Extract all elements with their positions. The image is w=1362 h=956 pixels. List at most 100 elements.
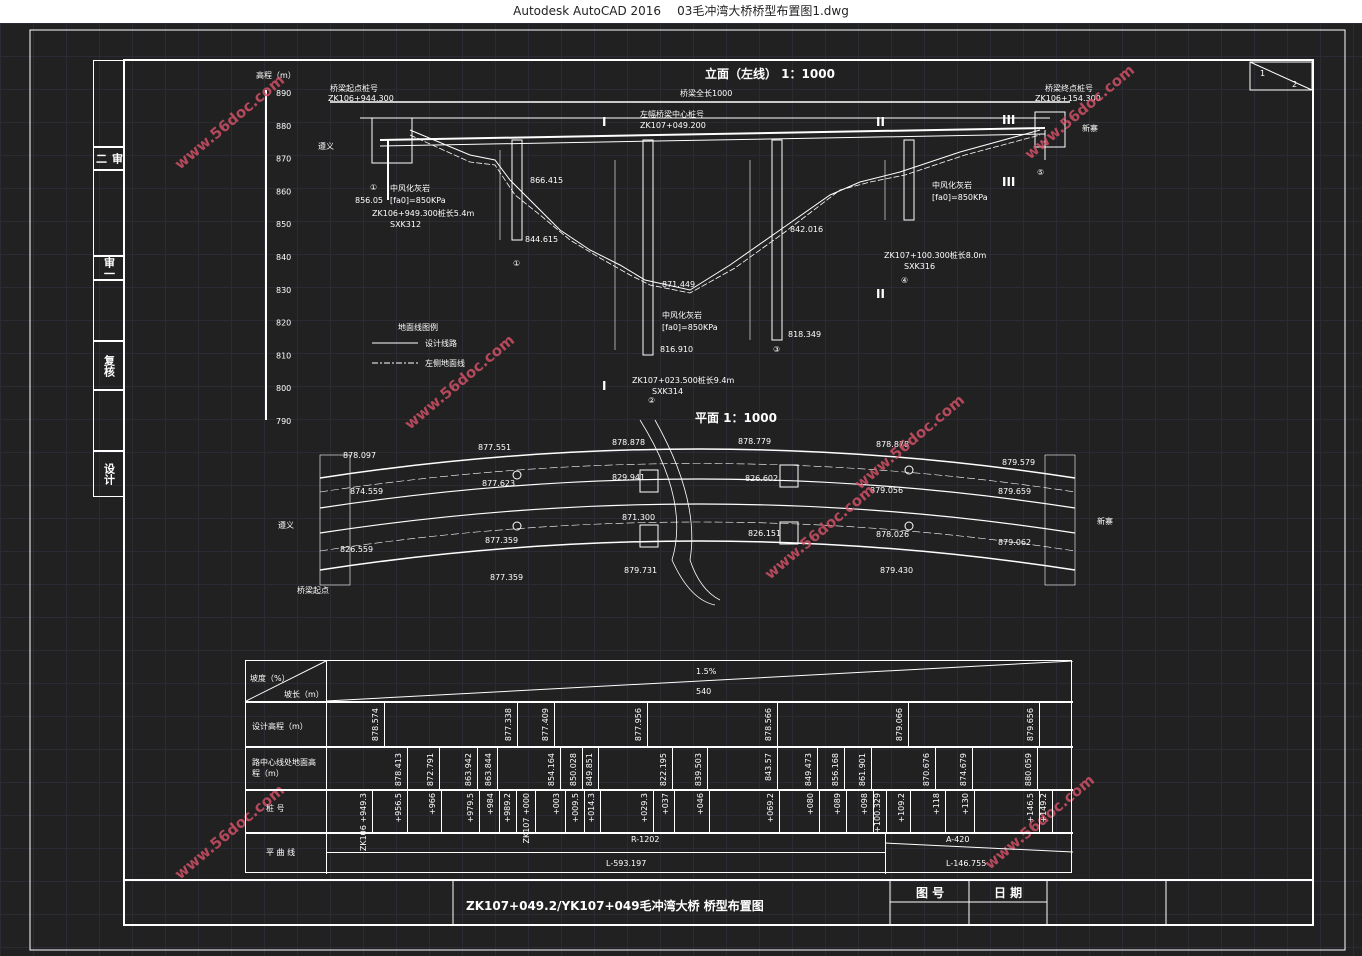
table-rule: [945, 789, 946, 832]
slope-length-value: 540: [696, 687, 712, 696]
plan-elevation-label: 826.151: [748, 529, 781, 538]
watermark-text: www.56doc.com: [171, 71, 288, 173]
table-rule: [326, 852, 886, 853]
axis-tick-label: 870: [276, 155, 291, 164]
plan-elevation-label: 877.623: [482, 479, 515, 488]
length-label: 桥梁全长1000: [680, 88, 732, 98]
plan-elevation-label: 877.359: [485, 536, 518, 545]
watermark-text: www.56doc.com: [851, 391, 968, 493]
plan-elevation-label: 879.062: [998, 538, 1031, 547]
plan-elevation-label: 877.359: [490, 573, 523, 582]
table-rule: [384, 701, 385, 746]
plan-left-direction: 遵义: [278, 520, 294, 530]
table-rule: [707, 746, 708, 789]
start-label: 桥梁起点桩号: [330, 83, 378, 93]
section-mark: II: [876, 115, 885, 129]
table-rule: [972, 746, 973, 789]
axis-tick-label: 800: [276, 384, 291, 393]
signature-blank: [93, 170, 124, 256]
drawing-title: ZK107+049.2/YK107+049毛冲湾大桥 桥型布置图: [466, 898, 764, 913]
table-rule: [372, 789, 373, 832]
abut4-code: SXK316: [904, 262, 935, 271]
table-rule: [246, 746, 1073, 748]
axis-tick-label: 860: [276, 187, 291, 196]
plan-elevation-label: 878.026: [876, 530, 909, 539]
pier-code: SXK314: [652, 387, 683, 396]
table-rule: [246, 701, 1073, 703]
curve-radius: R-1202: [631, 835, 660, 844]
table-rule: [441, 789, 442, 832]
plan-elevation-label: 879.579: [1002, 458, 1035, 467]
signature-blank: [93, 60, 124, 147]
sheet-number: 1: [1260, 69, 1265, 78]
table-rule: [407, 789, 408, 832]
axis-tick-label: 840: [276, 253, 291, 262]
plan-note: 桥梁起点: [297, 585, 329, 595]
plan-elevation-label: 829.941: [612, 473, 645, 482]
section-mark: III: [1002, 113, 1015, 127]
table-rule: [777, 746, 778, 789]
table-rule: [598, 746, 599, 789]
table-rule: [886, 789, 887, 832]
table-rule: [246, 789, 1073, 791]
station-label: 桩 号: [266, 804, 285, 813]
table-rule: [516, 789, 517, 832]
table-rule: [326, 661, 327, 874]
app-name: Autodesk AutoCAD 2016: [513, 4, 662, 18]
drawing-no-label: 图 号: [916, 885, 944, 900]
plan-elevation-label: 874.559: [350, 487, 383, 496]
abut-code: SXK312: [390, 220, 421, 229]
axis-tick-label: 820: [276, 319, 291, 328]
legend-item: 设计线路: [425, 338, 457, 348]
outer-frame: [29, 29, 1346, 951]
pier-number: ④: [901, 276, 908, 285]
plan-right-direction: 新寨: [1097, 516, 1113, 526]
left-direction: 遵义: [318, 141, 334, 151]
legend-title: 地面线图例: [398, 322, 438, 332]
right-direction: 新寨: [1082, 123, 1098, 133]
pier-number: ①: [370, 183, 377, 192]
table-rule: [554, 701, 555, 746]
center-label: 左幅桥梁中心桩号: [640, 109, 704, 119]
file-name: 03毛冲湾大桥桥型布置图1.dwg: [677, 4, 849, 18]
table-rule: [1039, 701, 1040, 746]
pier1-bot: 844.615: [525, 235, 558, 244]
table-rule: [439, 746, 440, 789]
table-rule: [582, 746, 583, 789]
table-rule: [908, 701, 909, 746]
table-rule: [974, 789, 975, 832]
pier-note: 中风化灰岩: [662, 310, 702, 320]
section-mark: II: [876, 287, 885, 301]
center-station: ZK107+049.200: [640, 121, 706, 130]
table-rule: [817, 746, 818, 789]
start-station: ZK106+944.300: [328, 94, 394, 103]
window-title-bar: Autodesk AutoCAD 2016 03毛冲湾大桥桥型布置图1.dwg: [0, 0, 1362, 23]
pier3-bot: 818.349: [788, 330, 821, 339]
table-rule: [779, 789, 780, 832]
sheet-box: [1249, 61, 1313, 91]
curve-spiral: A-420: [946, 835, 970, 844]
abut4-note: 中风化灰岩: [932, 180, 972, 190]
pier-note2: [fa0]=850KPa: [662, 323, 718, 332]
section-mark: I: [602, 379, 606, 393]
table-rule: [885, 832, 886, 874]
table-rule: [1039, 789, 1040, 832]
plan-elevation-label: 878.097: [343, 451, 376, 460]
table-rule: [672, 746, 673, 789]
plan-elevation-label: 879.731: [624, 566, 657, 575]
table-rule: [653, 789, 654, 832]
pier-number: ⑤: [1037, 168, 1044, 177]
table-rule: [246, 832, 1073, 834]
slope-value: 1.5%: [696, 667, 717, 676]
curve-length: L-593.197: [606, 859, 647, 868]
table-rule: [479, 789, 480, 832]
axis-tick-label: 810: [276, 351, 291, 360]
table-rule: [407, 746, 408, 789]
abut4-note2: [fa0]=850KPa: [932, 193, 988, 202]
axis-tick-label: 830: [276, 286, 291, 295]
pier2-bot: 816.910: [660, 345, 693, 354]
table-rule: [565, 789, 566, 832]
